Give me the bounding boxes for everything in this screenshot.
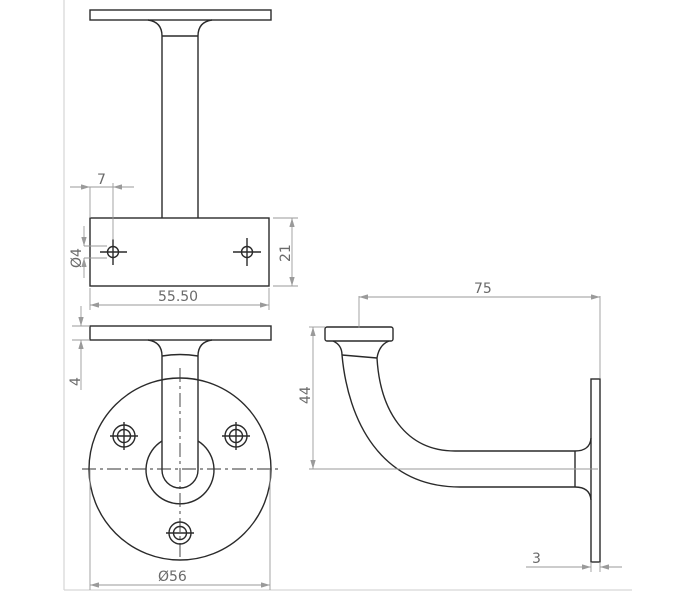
dimension-projection: 75 xyxy=(358,281,601,378)
arm-inner xyxy=(376,357,575,452)
top-view: 7 Ø4 21 55.50 xyxy=(69,9,298,310)
drawing-frame xyxy=(63,0,632,591)
top-plate xyxy=(89,9,272,21)
mounting-hole-right xyxy=(233,238,261,266)
dim-text-plate-height: 21 xyxy=(278,244,294,262)
front-view: 4 Ø56 xyxy=(68,306,280,590)
dim-text-projection: 75 xyxy=(474,281,492,297)
dim-text-base-diameter: Ø56 xyxy=(158,569,187,585)
dimension-plate-width: 55.50 xyxy=(89,288,270,310)
dimension-hole-offset: 7 xyxy=(70,172,134,240)
rail-plate xyxy=(89,325,272,341)
dim-text-plate-thickness: 4 xyxy=(68,377,84,386)
mounting-plate xyxy=(89,217,270,287)
side-view: 75 44 3 xyxy=(298,281,622,572)
dim-text-hole-offset: 7 xyxy=(97,172,106,188)
dimension-plate-thickness: 4 xyxy=(68,306,90,390)
dim-text-base-thickness: 3 xyxy=(532,551,541,567)
dim-text-plate-width: 55.50 xyxy=(158,289,198,305)
countersunk-hole-bottom xyxy=(166,521,194,545)
dimension-height: 44 xyxy=(298,326,598,470)
dim-text-hole-diameter: Ø4 xyxy=(69,248,85,268)
wall-plate xyxy=(590,378,601,563)
dimension-plate-height: 21 xyxy=(273,217,298,287)
mounting-hole-left xyxy=(100,239,127,265)
countersunk-hole-left xyxy=(110,422,138,450)
dimension-base-thickness: 3 xyxy=(526,551,622,572)
dim-text-height: 44 xyxy=(298,386,314,404)
stem xyxy=(147,19,213,218)
countersunk-hole-right xyxy=(222,422,250,450)
dimension-base-diameter: Ø56 xyxy=(89,470,271,590)
saddle-plate xyxy=(324,326,394,342)
dimension-hole-diameter: Ø4 xyxy=(69,226,107,278)
arm-outer xyxy=(341,354,575,488)
